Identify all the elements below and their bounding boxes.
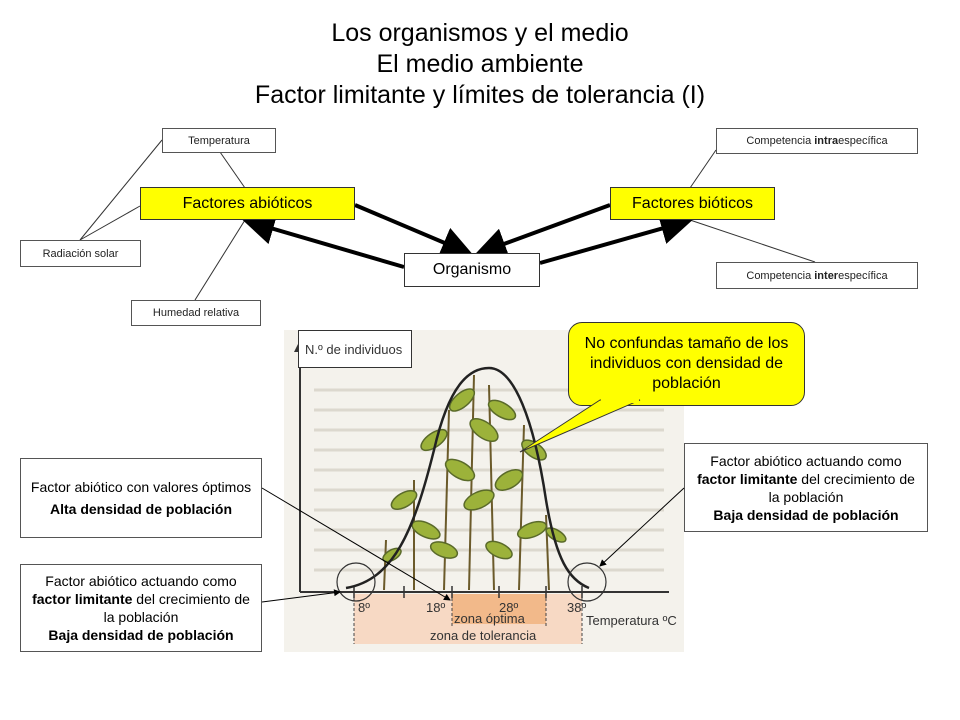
comp-intra-pre: Competencia [746, 135, 815, 147]
humedad-box: Humedad relativa [131, 300, 261, 326]
zona-tolerancia-label: zona de tolerancia [430, 628, 537, 643]
arrow-abiot-to-org [354, 203, 474, 258]
line-intra-biot [689, 149, 717, 189]
y-axis-label: N.º de individuos [305, 341, 403, 357]
note-left-limit: Factor abiótico actuando como factor lim… [20, 564, 262, 652]
title-line-2: El medio ambiente [376, 50, 584, 78]
organismo-box: Organismo [404, 253, 540, 287]
tick-38: 38º [567, 600, 586, 615]
note-right-pre: Factor abiótico actuando como [710, 452, 902, 469]
note-right-limit: Factor abiótico actuando como factor lim… [684, 443, 928, 532]
comp-inter-pre: Competencia [746, 269, 815, 282]
plant-illustration [382, 374, 567, 591]
callout-note: No confundas tamaño de los individuos co… [568, 322, 805, 406]
note-left-pre: Factor abiótico actuando como [45, 573, 237, 589]
arrow-biot-to-org [474, 203, 611, 259]
zona-optima-label: zona óptima [454, 611, 526, 626]
line-temp-abiot [219, 151, 246, 189]
callout-text: No confundas tamaño de los individuos co… [584, 335, 789, 392]
line-abiot-humedad [194, 219, 246, 301]
abioticos-box: Factores abióticos [140, 187, 355, 220]
x-axis-label: Temperatura ºC [586, 613, 677, 628]
comp-intra-box: Competencia intraespecífica [716, 128, 918, 154]
arrow-org-to-biot [539, 213, 693, 265]
humedad-label: Humedad relativa [152, 307, 240, 319]
radiacion-label: Radiación solar [42, 247, 119, 260]
optimal-band [452, 594, 546, 624]
temperatura-label: Temperatura [188, 134, 250, 147]
note-right-mid: del crecimiento de la población [768, 470, 915, 505]
y-axis-label-box: N.º de individuos [298, 330, 412, 368]
radiacion-box: Radiación solar [20, 240, 141, 267]
title-line-3: Factor limitante y límites de tolerancia… [254, 81, 706, 109]
note-optimos: Factor abiótico con valores óptimos Alta… [20, 458, 262, 538]
note-right-bold1: factor limitante [697, 470, 798, 487]
arrow-org-to-abiot [242, 213, 405, 269]
note-right-bold2: Baja densidad de población [713, 506, 899, 523]
page-title: Los organismos y el medio El medio ambie… [0, 18, 960, 111]
line-temp-radiacion [79, 139, 163, 241]
line-abiot-radiacion [79, 205, 141, 241]
note-left-bold1: factor limitante [32, 591, 133, 607]
comp-inter-box: Competencia interespecífica [716, 262, 918, 289]
comp-intra-post: específica [838, 135, 888, 147]
comp-inter-post: específica [838, 269, 888, 282]
comp-intra-bold: intra [814, 135, 839, 147]
organismo-label: Organismo [432, 261, 512, 278]
tick-18: 18º [426, 600, 445, 615]
note-left-bold2: Baja densidad de población [48, 627, 234, 643]
note-optimos-bold: Alta densidad de población [49, 501, 233, 517]
note-left-mid: del crecimiento de la población [103, 591, 250, 625]
abioticos-label: Factores abióticos [182, 194, 313, 212]
line-biot-inter [689, 219, 816, 263]
note-optimos-line1: Factor abiótico con valores óptimos [30, 479, 252, 495]
title-line-1: Los organismos y el medio [331, 19, 629, 47]
comp-inter-bold: inter [814, 269, 839, 282]
temperatura-box: Temperatura [162, 128, 276, 153]
right-limit-circle [567, 562, 607, 602]
bioticos-box: Factores bióticos [610, 187, 775, 220]
tick-28: 28º [499, 600, 518, 615]
bioticos-label: Factores bióticos [632, 194, 753, 212]
tick-8: 8º [358, 600, 370, 615]
